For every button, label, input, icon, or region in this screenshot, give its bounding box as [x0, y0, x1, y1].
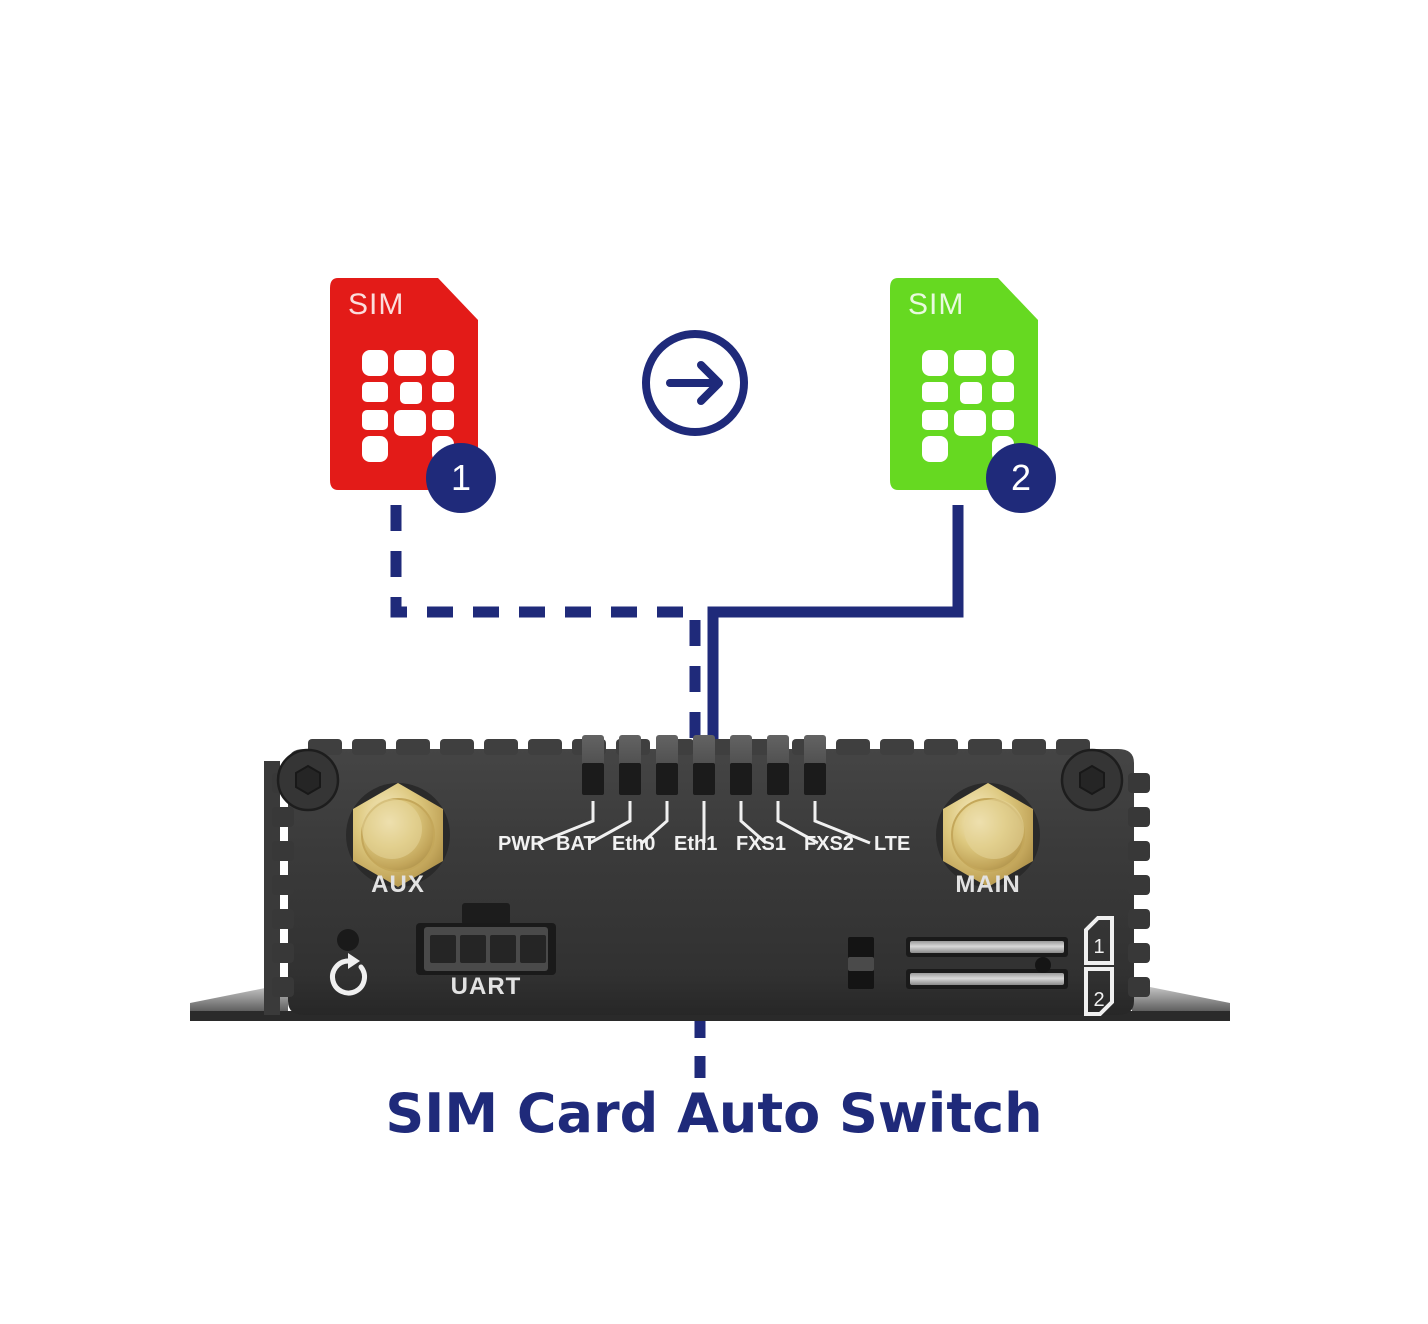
sim-card-1[interactable]: SIM 1	[330, 278, 496, 513]
device-chassis: 1 2	[190, 735, 1230, 1021]
page-title: SIM Card Auto Switch	[385, 1082, 1043, 1145]
sim-card-2-badge: 2	[986, 443, 1056, 513]
mode-switch	[848, 937, 874, 989]
sim2-connection-solid	[707, 505, 964, 762]
led-label-eth0: Eth0	[612, 833, 656, 855]
led-label-eth1: Eth1	[674, 833, 718, 855]
sim-card-1-body	[330, 278, 478, 490]
uart-connector	[416, 903, 556, 975]
reset-button	[330, 929, 367, 996]
sim-eject-dot	[1035, 957, 1051, 973]
screw-top-left	[276, 748, 340, 812]
antenna-connector-main	[936, 783, 1040, 887]
sim-slot-2-icon	[1084, 967, 1114, 1016]
sim-slot-1-number: 1	[1093, 936, 1104, 958]
uart-label: UART	[450, 973, 522, 1000]
arrow-right-circle-icon	[639, 327, 751, 439]
sim-slot-2-number: 2	[1093, 989, 1104, 1011]
led-label-fxs2: FXS2	[804, 833, 855, 855]
sim-card-2[interactable]: SIM 2	[890, 278, 1056, 513]
cellular-router-front-panel[interactable]: 1 2 AUX MAIN UART PWR BAT Eth0 Eth1 FXS1…	[180, 725, 1240, 1025]
sim-slot-1-icon	[1084, 916, 1114, 965]
led-label-fxs1: FXS1	[736, 833, 787, 855]
reset-icon	[330, 958, 367, 996]
led-leader-lines	[537, 801, 871, 845]
led-label-pwr: PWR	[498, 833, 545, 855]
sim-slot-1	[906, 937, 1068, 957]
screw-top-right	[1060, 748, 1124, 812]
led-indicators	[582, 735, 826, 795]
antenna-label-main: MAIN	[955, 871, 1021, 898]
led-label-lte: LTE	[874, 833, 911, 855]
sim1-connection-dashed	[390, 505, 701, 762]
sim-card-1-badge: 1	[426, 443, 496, 513]
sim-slot-2	[906, 969, 1068, 989]
antenna-label-aux: AUX	[371, 871, 425, 898]
led-label-bat: BAT	[556, 833, 596, 855]
antenna-connector-aux	[346, 783, 450, 887]
